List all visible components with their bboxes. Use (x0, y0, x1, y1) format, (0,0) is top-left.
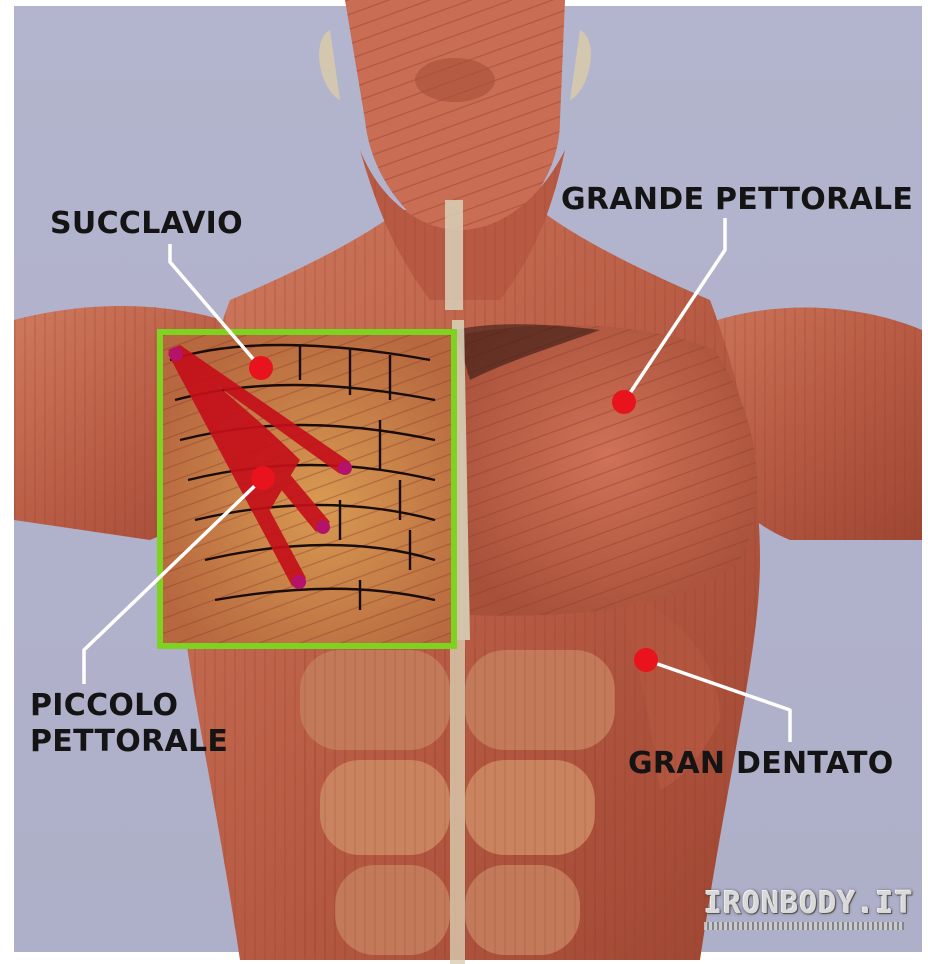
watermark: IRONBODY.IT (704, 888, 914, 930)
abdominals (300, 640, 615, 964)
label-piccolo-pettorale: PICCOLO PETTORALE (30, 688, 270, 760)
sternum-notch (445, 200, 463, 310)
label-grande-pettorale: GRANDE PETTORALE (561, 182, 913, 218)
watermark-text: IRONBODY.IT (704, 888, 914, 920)
marker-gran-dentato (634, 648, 658, 672)
watermark-tagline-strip (704, 922, 904, 930)
marker-succlavio (249, 356, 273, 380)
label-gran-dentato: GRAN DENTATO (628, 746, 894, 782)
label-succlavio: SUCCLAVIO (50, 206, 243, 242)
highlight-region (160, 332, 454, 646)
marker-piccolo-pettorale (251, 466, 275, 490)
marker-grande-pettorale (612, 390, 636, 414)
